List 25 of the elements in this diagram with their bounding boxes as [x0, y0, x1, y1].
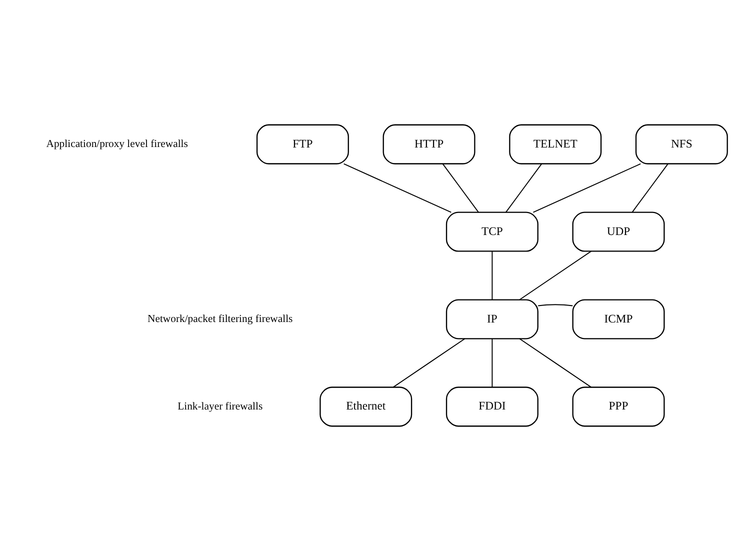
connector: [538, 304, 574, 306]
node-box: HTTP: [382, 124, 476, 164]
connector: [442, 163, 479, 213]
node-box: Ethernet: [320, 386, 412, 427]
connector: [532, 163, 642, 213]
node-box: ICMP: [572, 299, 665, 340]
connector: [519, 338, 592, 388]
node-box: IP: [446, 299, 538, 340]
connector: [492, 250, 493, 300]
label: Network/packet filtering firewalls: [148, 312, 293, 325]
connector: [392, 338, 466, 388]
node-box: TCP: [446, 212, 538, 252]
label: Application/proxy level firewalls: [46, 138, 188, 150]
connector: [632, 163, 668, 213]
node-box: UDP: [572, 212, 665, 252]
node-box: NFS: [635, 124, 728, 164]
node-box: FTP: [256, 124, 349, 164]
node-box: PPP: [572, 386, 665, 427]
connector: [343, 163, 452, 213]
connector: [505, 163, 542, 213]
node-box: TELNET: [509, 124, 602, 164]
label: Link-layer firewalls: [178, 400, 263, 412]
connector: [492, 338, 493, 388]
connector: [519, 250, 592, 300]
node-box: FDDI: [446, 386, 538, 427]
